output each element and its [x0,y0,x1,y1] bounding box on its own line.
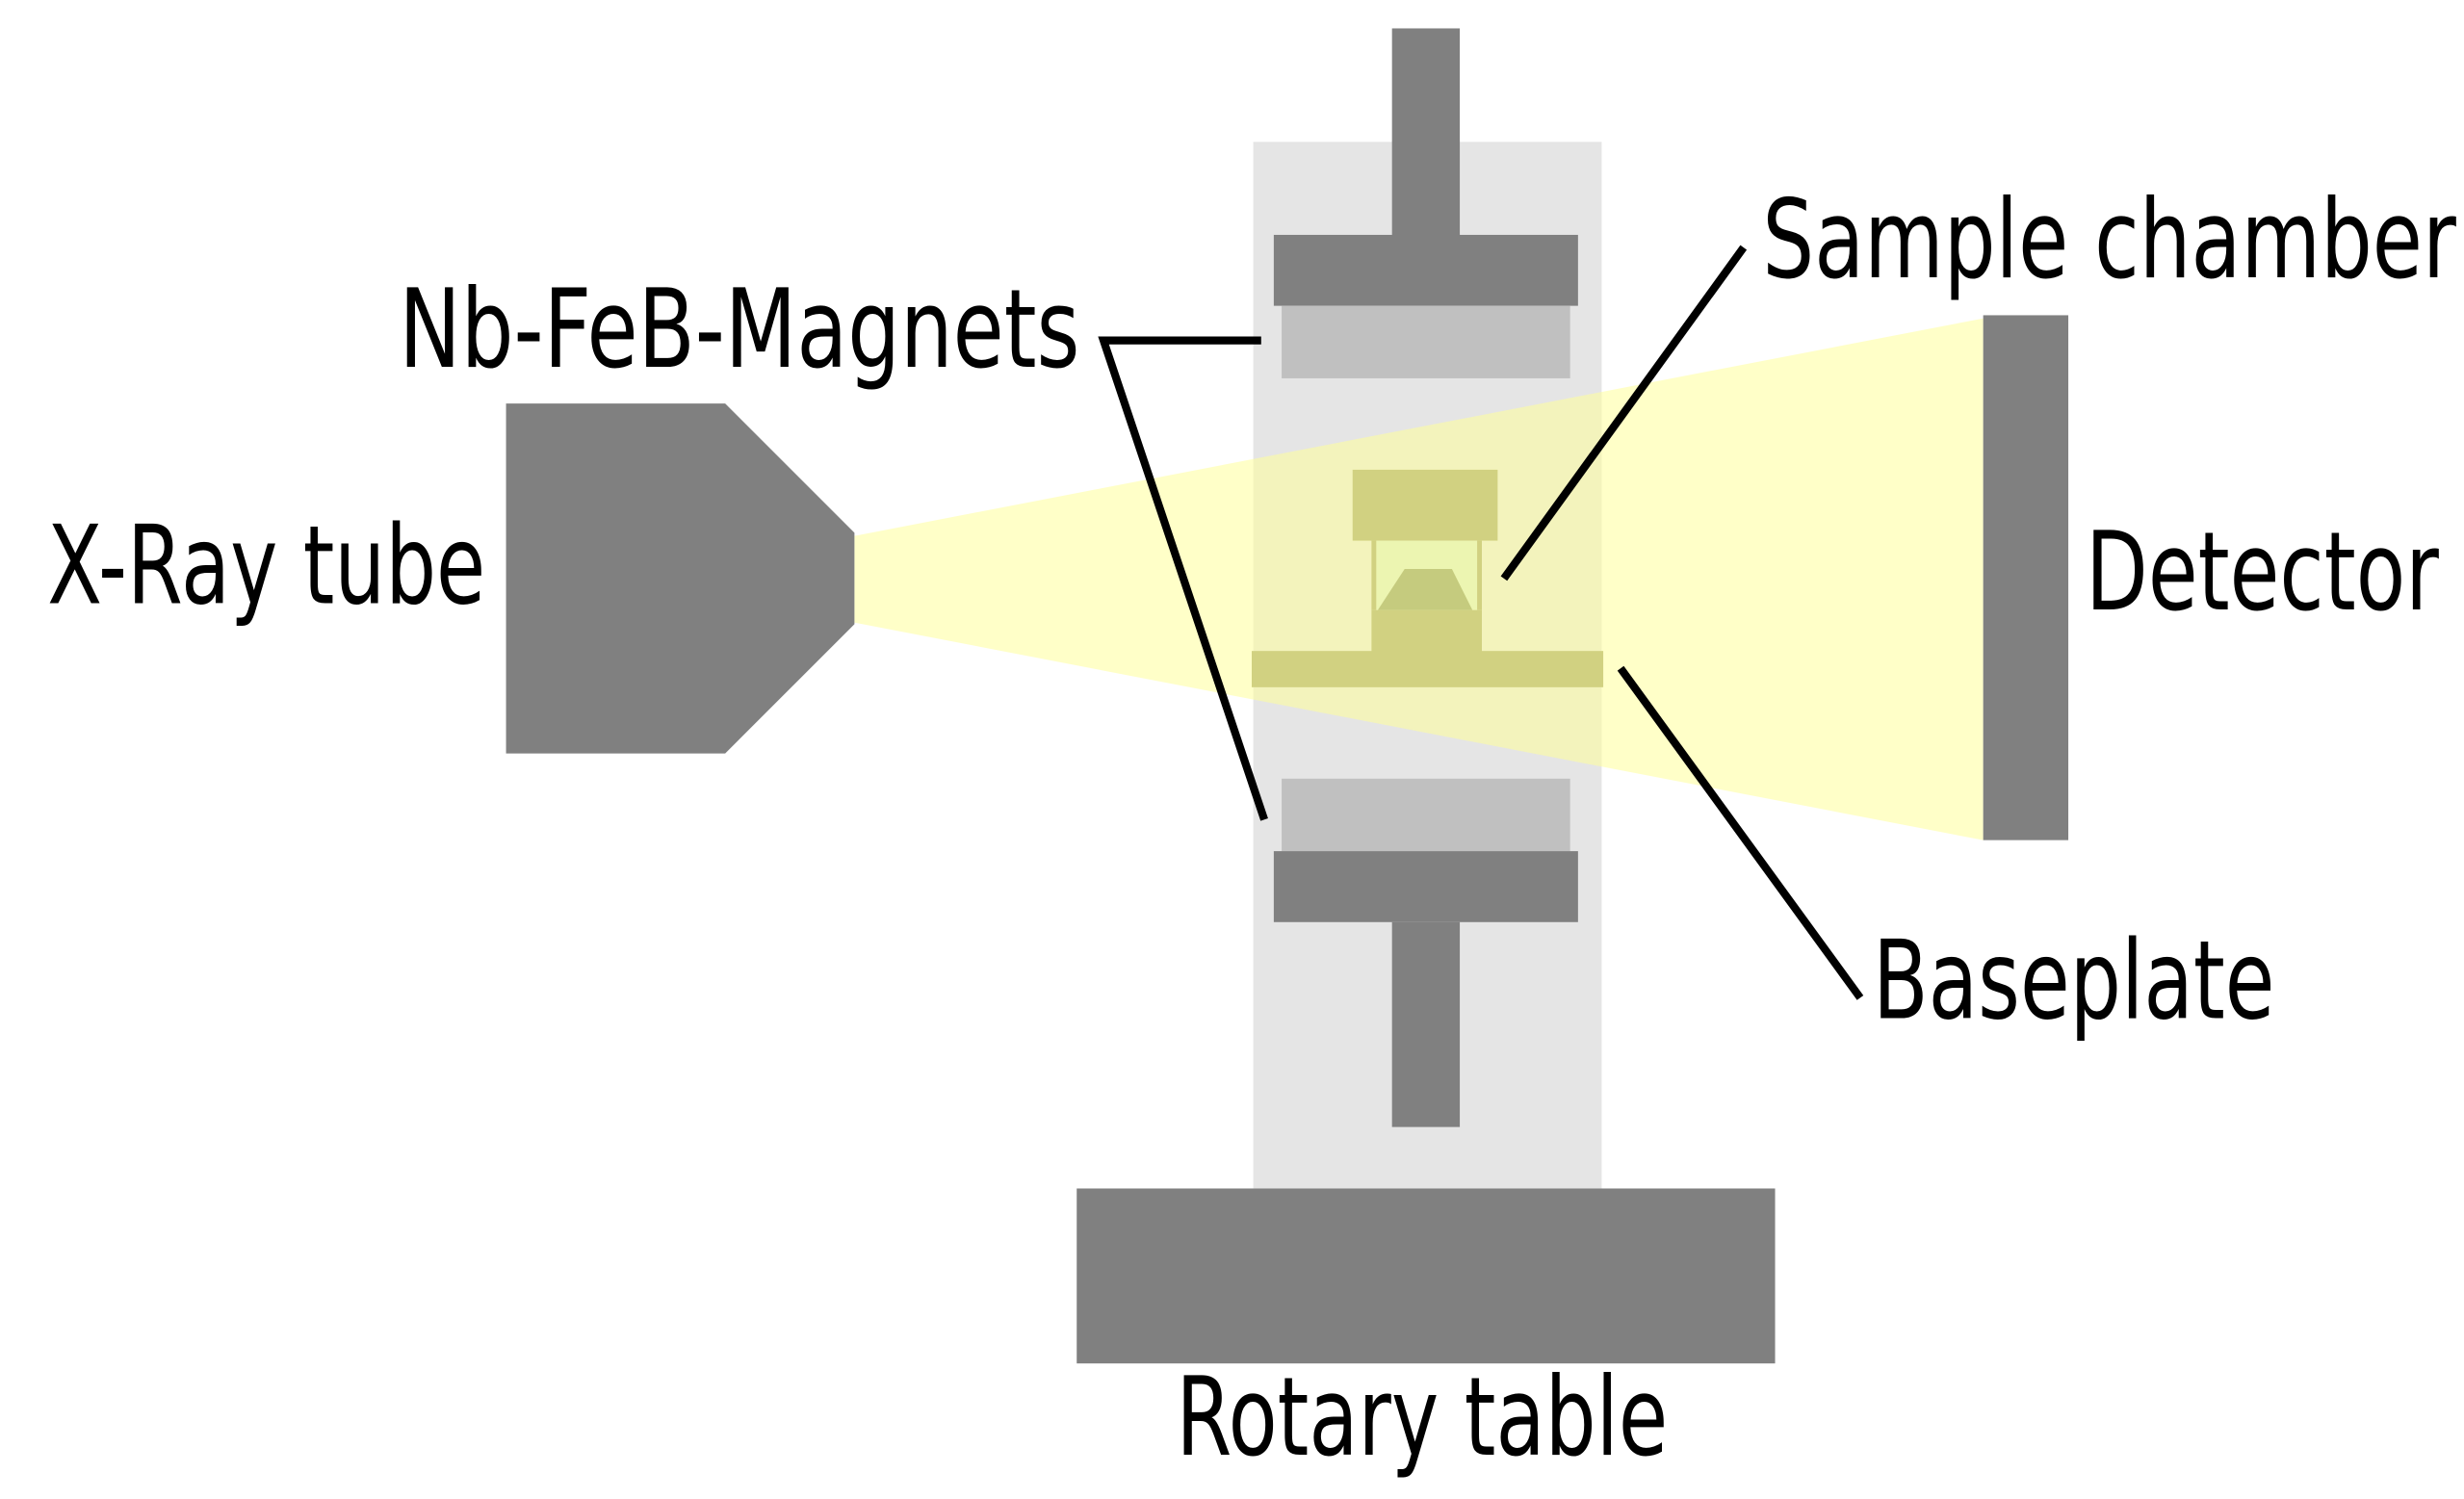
xray-tube [506,403,855,754]
magnets-leader-line [1098,336,1268,821]
upper-magnet [1282,305,1570,378]
baseplate-leader-line [1617,665,1864,1000]
upper-magnet-stem [1391,28,1461,237]
lower-magnet [1282,778,1570,852]
label-xray-tube: X-Ray tube [47,503,485,630]
lower-magnet-stem [1391,921,1461,1127]
upper-magnet-yoke [1273,234,1578,306]
lower-magnet-yoke [1273,851,1578,922]
label-sample-chamber: Sample chamber [1762,176,2456,303]
xray-beam [854,318,1984,840]
detector [1983,315,2069,840]
label-detector: Detector [2086,508,2439,635]
sample-chamber-leader-line [1500,245,1748,582]
label-magnets: Nb-FeB-Magnets [399,266,1079,393]
label-rotary-table: Rotary table [1176,1354,1668,1481]
rotary-table [1076,1188,1776,1364]
label-baseplate: Baseplate [1873,917,2274,1044]
